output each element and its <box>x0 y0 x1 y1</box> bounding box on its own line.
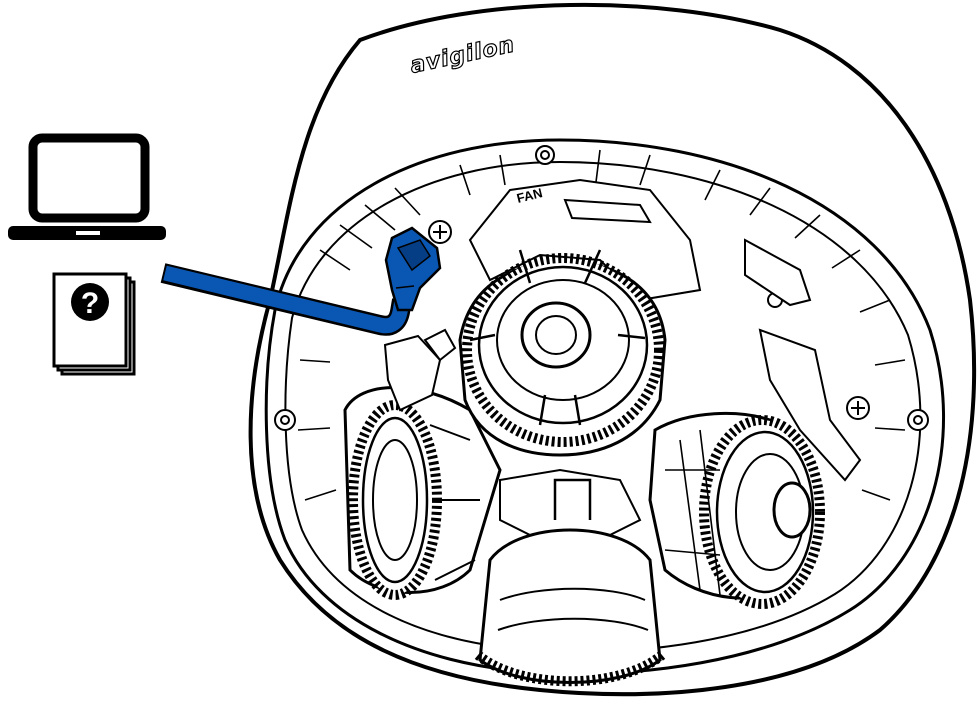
question-mark-circle <box>71 283 109 321</box>
network-cable <box>160 226 442 336</box>
fan-label: FAN <box>515 185 544 206</box>
camera-module-left <box>343 386 502 600</box>
laptop-screen <box>28 133 150 223</box>
help-document-icon: ? <box>52 272 136 376</box>
laptop-icon <box>8 133 166 240</box>
camera-module-center <box>458 249 667 457</box>
laptop-trackpad-notch <box>76 231 100 235</box>
camera-module-right <box>648 411 825 609</box>
question-mark-glyph: ? <box>81 287 99 320</box>
camera-module-bottom <box>474 478 666 687</box>
port-latch <box>383 328 457 412</box>
internal-bracket <box>468 178 862 541</box>
